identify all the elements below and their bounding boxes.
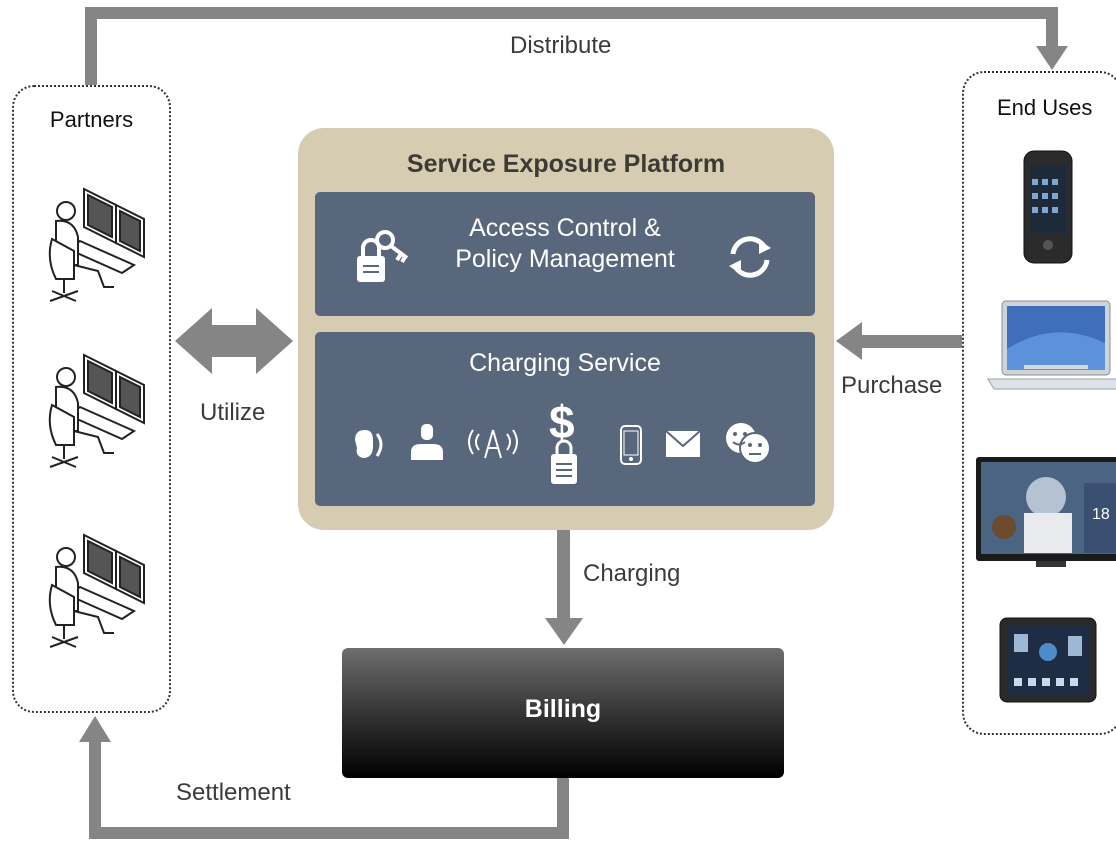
charging-label: Charging [583, 560, 681, 587]
end-users-panel: End Uses 18 [962, 71, 1116, 735]
operator-workstation-icon [48, 533, 145, 648]
settlement-label: Settlement [176, 779, 291, 806]
chat-faces-icon [726, 423, 771, 464]
distribute-arrow [85, 7, 1058, 85]
television-icon: 18 [976, 457, 1116, 567]
user-icon [411, 424, 443, 460]
access-control-label: Access Control & Policy Management [415, 213, 715, 275]
utilize-label: Utilize [200, 399, 266, 426]
utilize-double-arrow [175, 308, 293, 374]
key-lock-icon [357, 230, 409, 282]
mobile-phone-icon [620, 425, 642, 465]
operator-workstation-icon [48, 187, 145, 302]
end-users-title: End Uses [997, 95, 1093, 120]
voice-icon [355, 430, 383, 458]
access-control-line-2: Policy Management [455, 245, 675, 273]
dollar-lock-icon: $ [549, 398, 577, 484]
charging-arrow-shaft [557, 530, 570, 622]
distribute-label: Distribute [510, 32, 612, 59]
smartphone-icon [1023, 150, 1073, 264]
settlement-arrowhead [79, 716, 111, 742]
purchase-arrow-shaft [860, 335, 962, 348]
service-exposure-platform: Service Exposure Platform Access Control… [298, 128, 834, 530]
partners-panel: Partners [12, 85, 171, 713]
tablet-icon [999, 617, 1097, 703]
charging-service-box: Charging Service $ [315, 332, 815, 506]
svg-text:18: 18 [1092, 506, 1110, 523]
access-control-line-1: Access Control & [469, 214, 661, 242]
settlement-arrow [89, 740, 569, 839]
svg-text:$: $ [549, 398, 575, 448]
laptop-icon [987, 300, 1116, 390]
purchase-arrowhead [836, 322, 862, 360]
access-control-box: Access Control & Policy Management [315, 192, 815, 316]
charging-service-label: Charging Service [469, 349, 661, 377]
broadcast-tower-icon [468, 429, 518, 459]
billing-box: Billing [342, 648, 784, 778]
platform-title: Service Exposure Platform [406, 150, 726, 178]
billing-label: Billing [524, 695, 602, 723]
operator-workstation-icon [48, 353, 145, 468]
partners-title: Partners [49, 107, 134, 132]
charging-arrowhead [545, 618, 583, 645]
envelope-icon [665, 430, 701, 457]
refresh-icon [729, 236, 771, 278]
distribute-arrowhead [1036, 46, 1068, 70]
purchase-label: Purchase [841, 372, 943, 399]
